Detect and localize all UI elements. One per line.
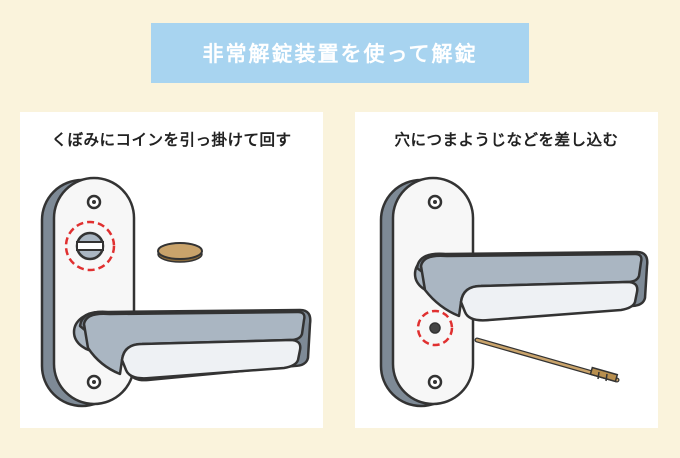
- door-lever-coin-slot-illustration: [40, 176, 312, 408]
- title-banner: 非常解錠装置を使って解錠: [151, 23, 529, 83]
- panel-caption-coin: くぼみにコインを引っ掛けて回す: [51, 131, 292, 149]
- highlight-circle: [64, 220, 116, 272]
- panel-pinhole-method: 穴につまようじなどを差し込む: [355, 112, 658, 428]
- panel-caption-pinhole: 穴につまようじなどを差し込む: [394, 131, 619, 149]
- highlight-circle: [416, 309, 454, 347]
- door-lever-pinhole-toothpick-illustration: [379, 176, 649, 408]
- coin-icon: [157, 242, 203, 260]
- panel-coin-method: くぼみにコインを引っ掛けて回す: [20, 112, 323, 428]
- pinhole-icon: [429, 322, 441, 334]
- toothpick-icon: [474, 337, 620, 383]
- page-title: 非常解錠装置を使って解錠: [202, 42, 478, 66]
